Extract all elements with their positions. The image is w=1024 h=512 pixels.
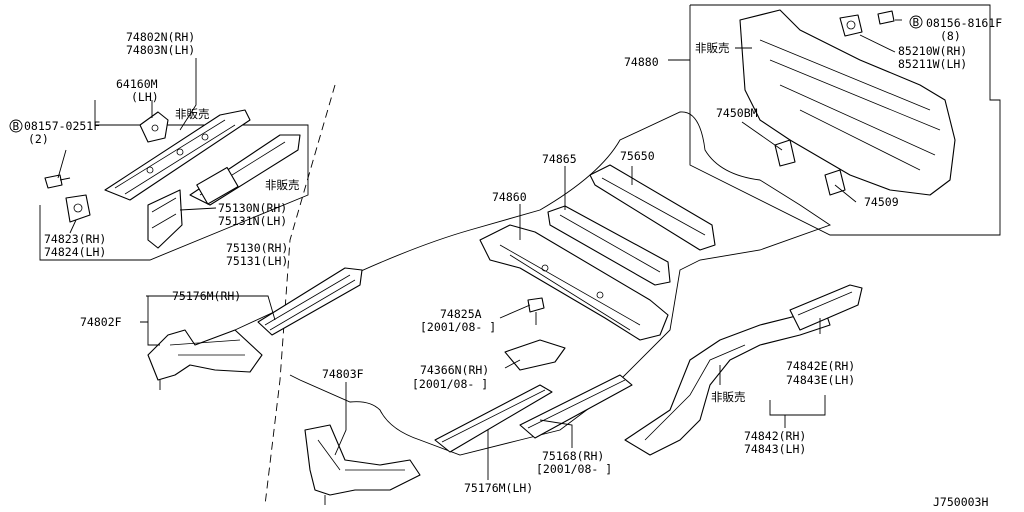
svg-text:B: B [13, 120, 20, 133]
label-74843: 74843(LH) [744, 442, 806, 456]
label-74825A-date: [2001/08- ] [420, 320, 496, 334]
part-74803F-member [304, 424, 421, 505]
part-74823-plate [65, 194, 91, 223]
label-85211W: 85211W(LH) [898, 57, 967, 71]
part-85210W-bracket [839, 14, 863, 37]
part-bolt-08157 [44, 174, 71, 189]
floor-panel-outline [234, 111, 831, 456]
label-74843E: 74843E(LH) [786, 373, 855, 387]
label-08157-qty: (2) [28, 132, 49, 146]
label-not-sold-2: 非販売 [265, 178, 300, 192]
part-74842-member [624, 309, 831, 456]
label-75130N: 75130N(RH) [218, 201, 287, 215]
diagram-id: J750003H [933, 495, 988, 509]
label-75176M-lh: 75176M(LH) [464, 481, 533, 495]
label-74842E: 74842E(RH) [786, 359, 855, 373]
box-upper-left [39, 100, 309, 261]
section-boundary-dashed [264, 84, 336, 506]
part-74842E-extension [789, 284, 863, 331]
label-08157: 08157-0251F [24, 119, 100, 133]
label-08156-qty: (8) [940, 29, 961, 43]
label-75131: 75131(LH) [226, 254, 288, 268]
leader-lines [57, 19, 902, 480]
label-74842: 74842(RH) [744, 429, 806, 443]
part-bolt-08156 [877, 10, 895, 25]
label-75131N: 75131N(LH) [218, 214, 287, 228]
part-75176M-rh-rail [257, 267, 363, 336]
label-74880: 74880 [624, 55, 659, 69]
label-64160M: 64160M [116, 77, 158, 91]
label-74823: 74823(RH) [44, 232, 106, 246]
part-75176M-lh-rail [434, 384, 553, 453]
label-75130: 75130(RH) [226, 241, 288, 255]
label-75168: 75168(RH) [542, 449, 604, 463]
part-7450BM-bracket [774, 139, 796, 167]
part-75168-rail [519, 374, 633, 439]
label-74802N: 74802N(RH) [126, 30, 195, 44]
part-74860-crossmember [479, 224, 669, 341]
part-74366N-plate [504, 339, 566, 371]
label-not-sold-3: 非販売 [695, 41, 730, 55]
part-75650-crossmember [589, 164, 716, 251]
label-74802F: 74802F [80, 315, 122, 329]
part-74802F-member [147, 329, 263, 390]
label-75176M-rh: 75176M(RH) [172, 289, 241, 303]
label-not-sold-1: 非販売 [175, 107, 210, 121]
label-74825A: 74825A [440, 307, 482, 321]
label-74366N-date: [2001/08- ] [412, 377, 488, 391]
part-74825A-bolt [527, 297, 545, 325]
label-not-sold-4: 非販売 [711, 390, 746, 404]
label-74803F: 74803F [322, 367, 364, 381]
label-75650: 75650 [620, 149, 655, 163]
part-64160M-bracket [139, 111, 169, 143]
label-74865: 74865 [542, 152, 577, 166]
label-74366N: 74366N(RH) [420, 363, 489, 377]
label-85210W: 85210W(RH) [898, 44, 967, 58]
part-75131N-bracket [147, 189, 183, 249]
label-74509: 74509 [864, 195, 899, 209]
part-74802N-rail [104, 109, 251, 201]
label-75168-date: [2001/08- ] [536, 462, 612, 476]
label-64160M-side: (LH) [131, 90, 159, 104]
label-74824: 74824(LH) [44, 245, 106, 259]
part-74880-dash [739, 9, 956, 196]
label-7450BM: 7450BM [716, 106, 758, 120]
label-08156: 08156-8161F [926, 16, 1002, 30]
label-74803N: 74803N(LH) [126, 43, 195, 57]
part-74509-bracket [824, 169, 846, 196]
bolt-marker-08157: B [9, 119, 23, 133]
part-75130N-rail [189, 134, 301, 206]
label-74860: 74860 [492, 190, 527, 204]
box-upper-right [689, 4, 1001, 236]
bolt-marker-08156: B [909, 15, 923, 29]
svg-text:B: B [913, 16, 920, 29]
